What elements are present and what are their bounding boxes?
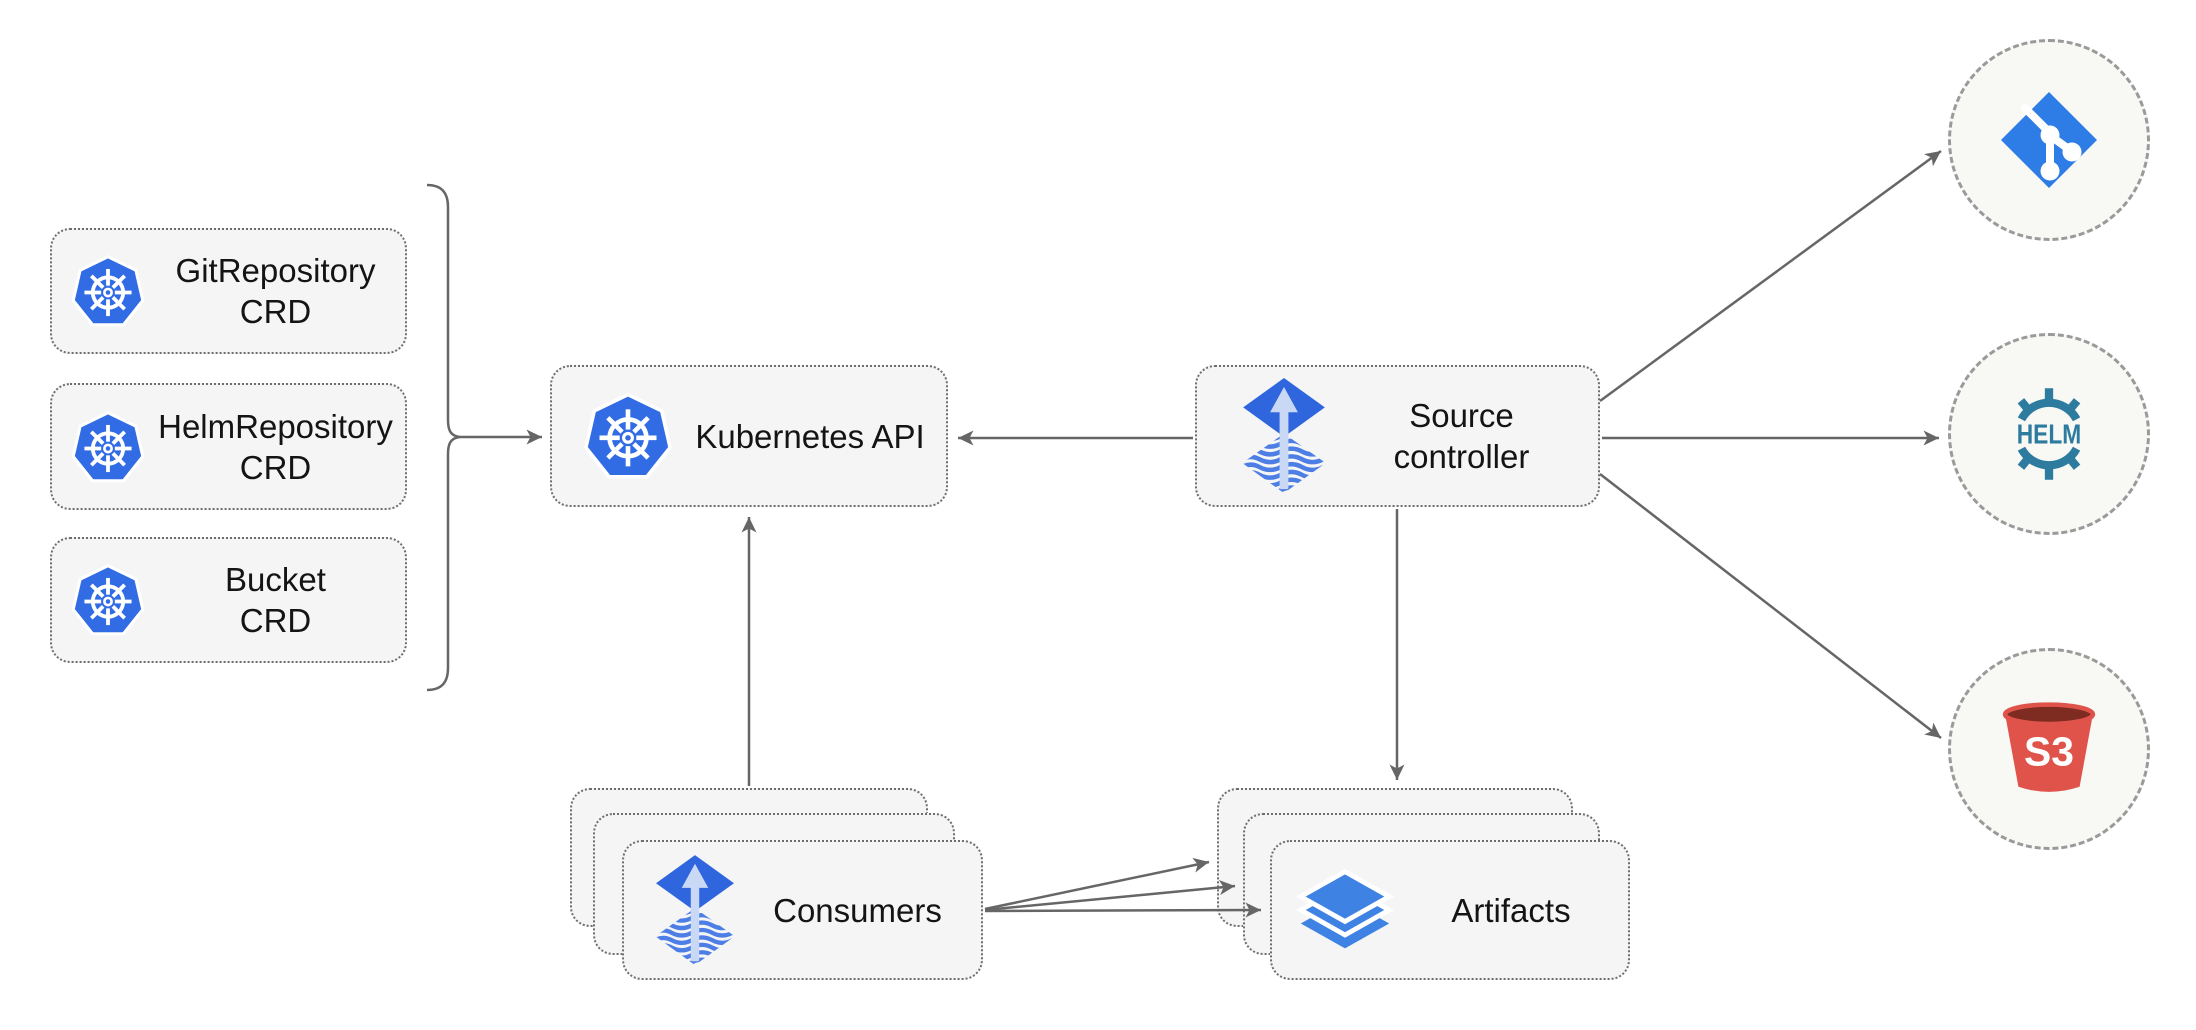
consumers-box: Consumers (622, 840, 983, 980)
helm-source-circle: HELM (1948, 333, 2150, 535)
arrow-consumers-to-artifacts-back (984, 857, 1210, 911)
kubernetes-api-label: Kubernetes API (674, 416, 946, 457)
kubernetes-icon (71, 254, 145, 327)
crd-label-line1: Bucket (225, 561, 326, 598)
s3-text: S3 (2024, 728, 2074, 774)
arrow-source-controller-to-s3 (1599, 473, 1942, 739)
crd-label-line1: HelmRepository (158, 407, 393, 445)
source-controller-line2: controller (1393, 438, 1530, 475)
kubernetes-icon (71, 410, 145, 483)
helmrepository-crd-label: HelmRepository CRD (146, 406, 405, 488)
artifacts-box: Artifacts (1270, 840, 1630, 980)
s3-source-circle: S3 (1948, 648, 2150, 850)
consumers-label: Consumers (734, 890, 981, 931)
source-controller-box: Source controller (1195, 365, 1600, 507)
flux-icon (1243, 378, 1325, 494)
git-source-circle (1948, 39, 2150, 241)
source-controller-line1: Source (1409, 397, 1514, 434)
gitrepository-crd-box: GitRepository CRD (50, 228, 407, 354)
consumers-text: Consumers (773, 891, 942, 929)
crd-group-bracket (426, 183, 461, 692)
helm-wheel-icon: HELM (2017, 388, 2081, 480)
crd-label-line2: CRD (239, 448, 312, 486)
helm-text: HELM (2017, 419, 2081, 450)
artifacts-label: Artifacts (1394, 890, 1628, 931)
kubernetes-icon (71, 563, 145, 636)
helmrepository-crd-box: HelmRepository CRD (50, 383, 407, 510)
s3-bucket-icon: S3 (2002, 702, 2096, 792)
artifacts-text: Artifacts (1451, 891, 1571, 929)
kubernetes-api-box: Kubernetes API (550, 365, 948, 507)
arrow-source-controller-to-git (1599, 149, 1942, 403)
flux-icon (656, 855, 734, 966)
source-controller-label: Source controller (1325, 395, 1598, 477)
kubernetes-api-text: Kubernetes API (695, 417, 925, 455)
bucket-crd-label: Bucket CRD (146, 559, 405, 641)
bucket-crd-box: Bucket CRD (50, 537, 407, 663)
arrow-consumers-to-artifacts-middle (984, 880, 1236, 912)
layers-icon (1296, 868, 1394, 949)
git-icon (2001, 92, 2097, 188)
crd-label-line1: GitRepository (175, 252, 376, 289)
kubernetes-icon (582, 390, 674, 482)
crd-label-line2: CRD (239, 602, 312, 639)
crd-label-line2: CRD (239, 293, 312, 330)
gitrepository-crd-label: GitRepository CRD (146, 250, 405, 332)
